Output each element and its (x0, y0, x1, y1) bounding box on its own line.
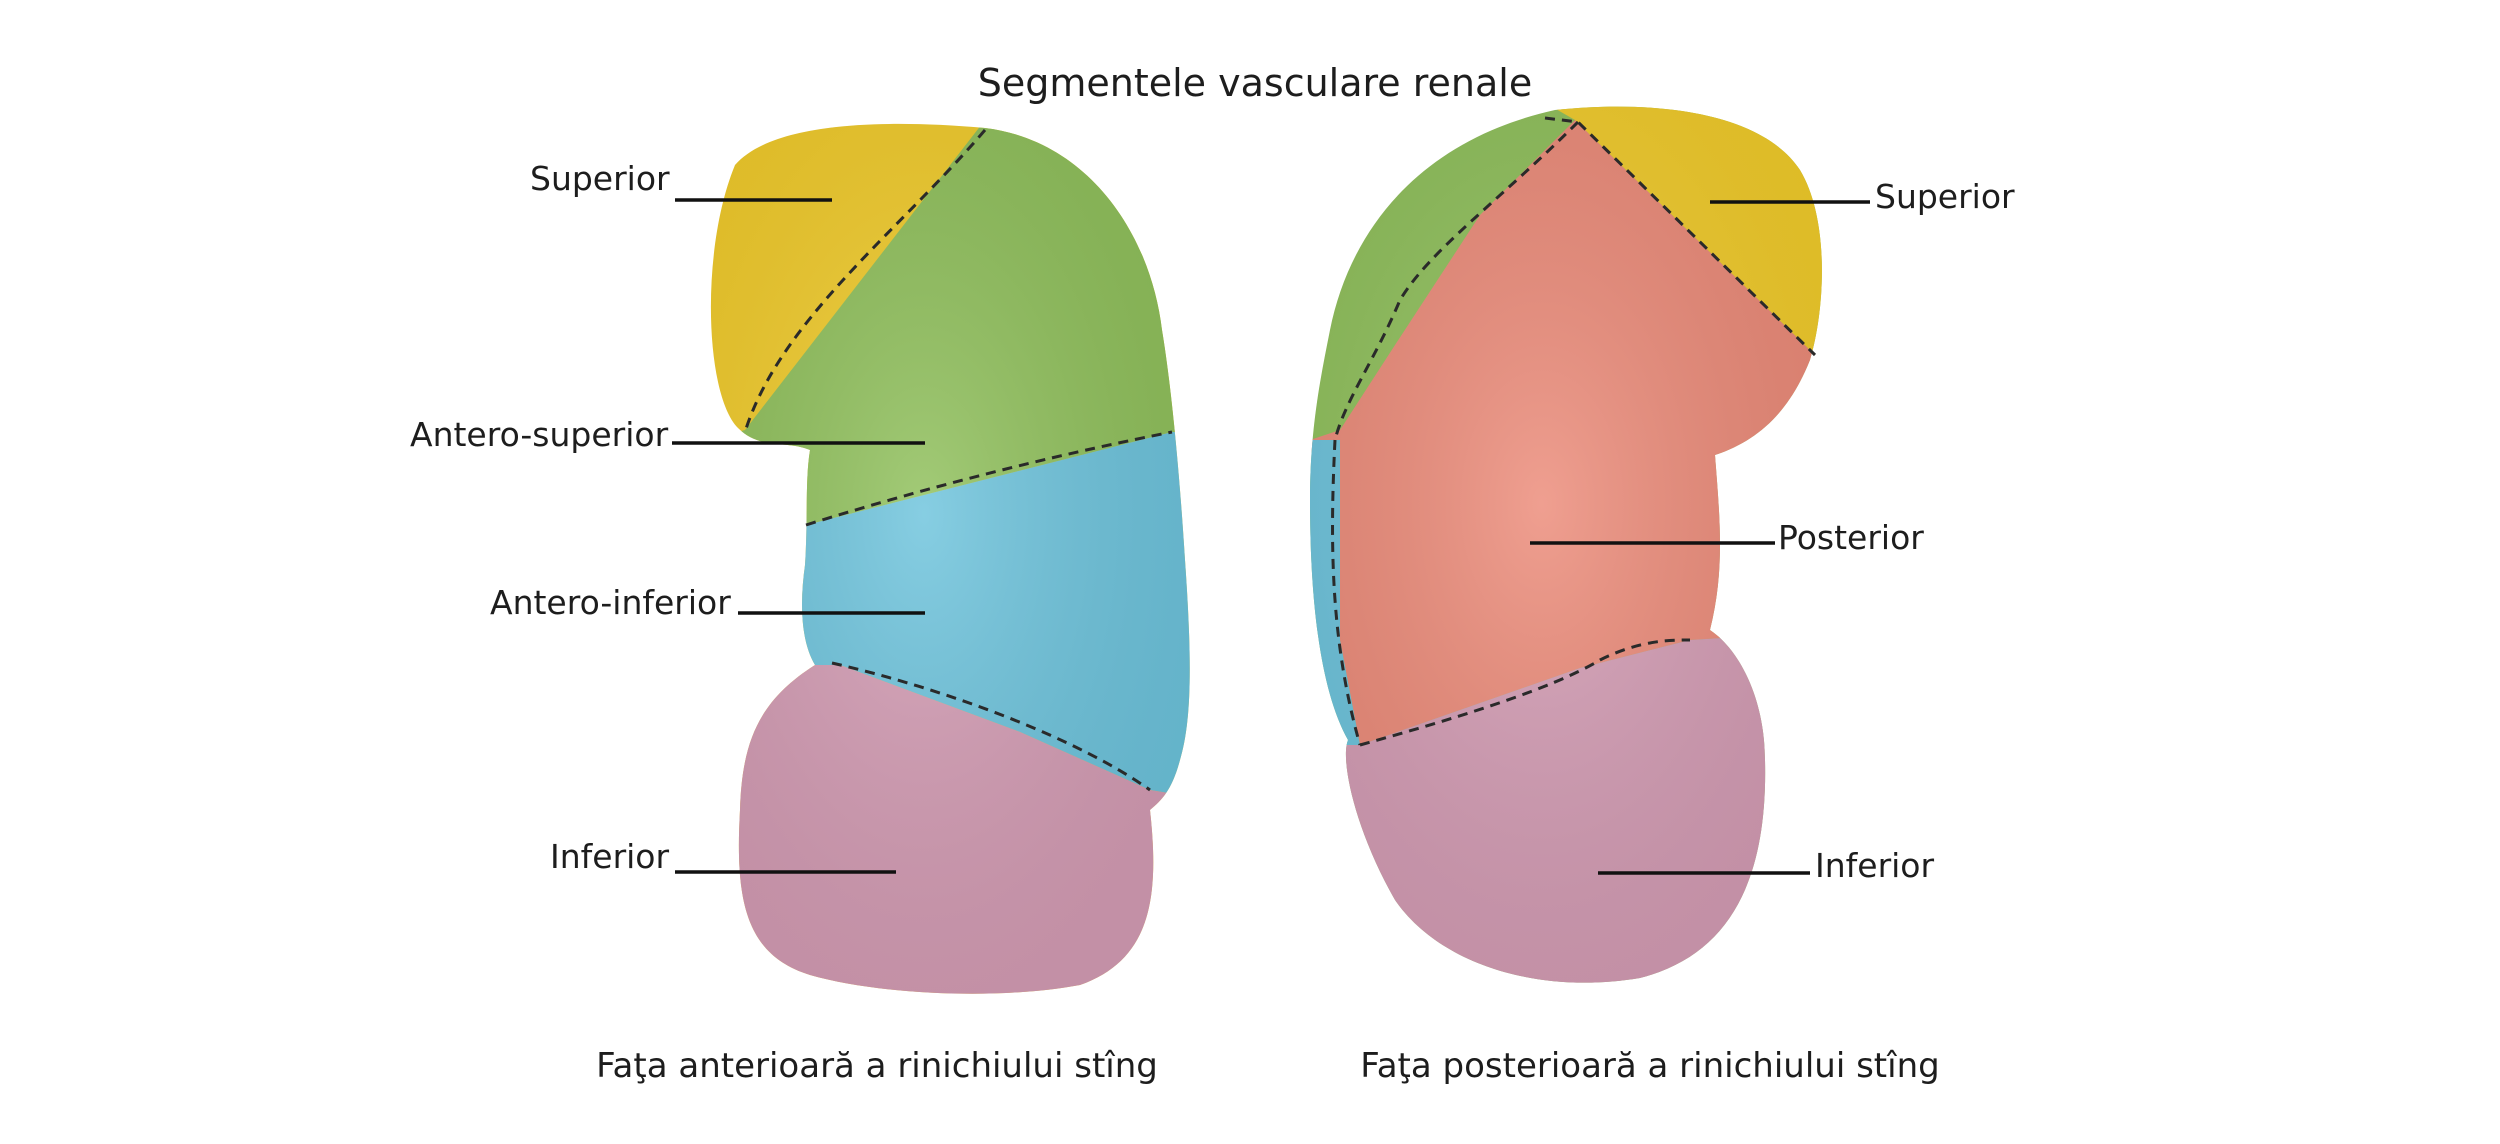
label-posterior: Posterior (1778, 518, 1924, 557)
label-superior-posterior: Superior (1875, 177, 2015, 216)
label-superior-anterior: Superior (530, 159, 670, 198)
label-inferior-anterior: Inferior (550, 837, 669, 876)
anterior-kidney (710, 123, 1190, 994)
caption-anterior-view: Faţa anterioară a rinichiului stîng (596, 1046, 1158, 1086)
label-antero-inferior: Antero-inferior (490, 583, 731, 622)
posterior-segment-borders (1331, 116, 1817, 747)
anterior-segment-borders (743, 129, 1173, 792)
diagram-title: Segmentele vasculare renale (978, 61, 1533, 105)
label-inferior-posterior: Inferior (1815, 846, 1934, 885)
label-antero-superior: Antero-superior (410, 415, 669, 454)
caption-posterior-view: Faţa posterioară a rinichiului stîng (1360, 1046, 1939, 1086)
